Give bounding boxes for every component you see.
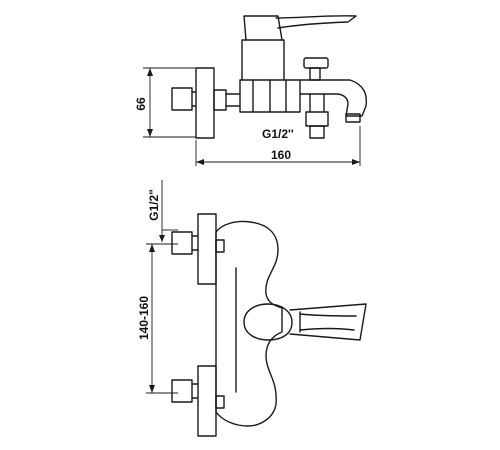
bath-spout bbox=[299, 79, 368, 123]
diverter-knob bbox=[303, 57, 329, 81]
thread-label-front: G1/2" bbox=[147, 189, 161, 221]
length-label: 160 bbox=[271, 148, 291, 162]
top-view: 66 bbox=[134, 15, 368, 166]
thread-label-top: G1/2'' bbox=[262, 127, 294, 141]
spacing-label: 140-160 bbox=[137, 296, 151, 340]
mixer-body-front bbox=[215, 220, 283, 427]
front-view: G1/2" 140-160 bbox=[137, 180, 367, 437]
height-label: 66 bbox=[134, 97, 148, 111]
length-dimension bbox=[195, 126, 361, 166]
thread-dimension bbox=[159, 180, 178, 242]
lever-front bbox=[243, 303, 367, 341]
height-dimension bbox=[143, 67, 196, 138]
mixer-body bbox=[239, 79, 301, 113]
water-connection bbox=[171, 87, 241, 111]
lever-handle bbox=[241, 15, 357, 81]
hose-outlet bbox=[305, 93, 329, 139]
wall-flange bbox=[195, 67, 215, 139]
